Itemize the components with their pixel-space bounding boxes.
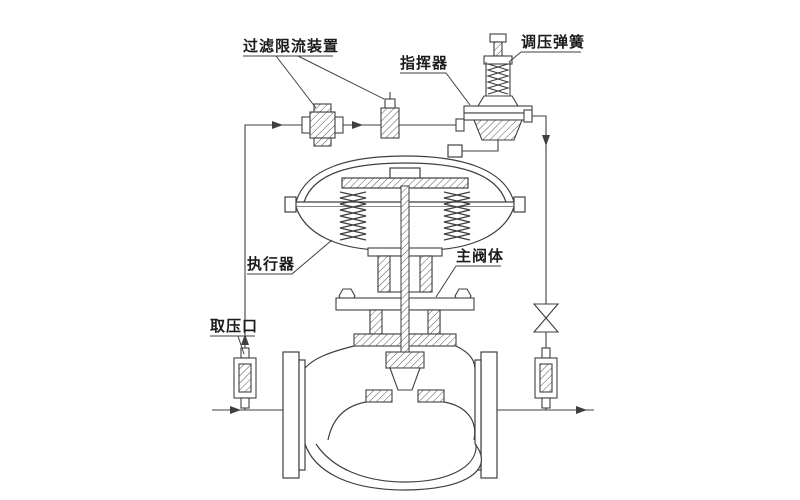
pilot-outlet-fitting <box>523 109 533 123</box>
label-actuator: 执行器 <box>247 255 295 273</box>
flow-arrow-right <box>576 406 587 414</box>
flow-arrow-right <box>352 121 363 129</box>
pilot-flange-bottom <box>463 112 533 121</box>
pilot-upper-cover <box>477 95 519 107</box>
label-main-valve-body: 主阀体 <box>456 247 504 265</box>
filter-restrictor-device <box>301 103 344 147</box>
spring-top-plate <box>483 55 513 65</box>
pressure-spring <box>485 62 511 96</box>
valve-plug <box>389 367 421 391</box>
inlet-flange <box>282 351 300 479</box>
adjusting-nut <box>489 33 507 43</box>
pressure-tap-filter-right <box>534 347 558 409</box>
plug-guide <box>385 351 425 369</box>
label-pressure-tap: 取压口 <box>210 317 258 335</box>
pressure-tap-filter-left <box>233 347 257 409</box>
flow-arrow-right <box>230 406 241 414</box>
actuator-pilot-nozzle <box>447 144 463 158</box>
flow-arrow-up <box>241 334 249 345</box>
valve-stem <box>400 185 410 353</box>
shutoff-valve-symbol <box>532 303 560 333</box>
actuator-spring-right <box>443 191 471 241</box>
actuator-flange-bolt-left <box>284 196 297 213</box>
label-pressure-spring: 调压弹簧 <box>521 33 585 51</box>
labels: 过滤限流装置 指挥器 调压弹簧 执行器 主阀体 取压口 <box>210 33 585 335</box>
actuator-flange-bolt-right <box>513 196 526 213</box>
adjusting-screw <box>493 41 503 57</box>
pilot-regulator <box>455 33 533 141</box>
flow-arrow-down <box>542 135 550 146</box>
restrictor-valve-device <box>380 92 400 139</box>
pilot-inlet-fitting <box>455 118 465 132</box>
diaphragm-hub <box>389 167 421 179</box>
seat-right <box>417 389 445 403</box>
main-valve-body <box>282 345 498 491</box>
label-pilot: 指挥器 <box>400 54 448 72</box>
seat-left <box>365 389 393 403</box>
label-filter-restrictor: 过滤限流装置 <box>243 37 339 55</box>
actuator-spring-left <box>339 191 367 241</box>
leader-lines <box>210 51 581 355</box>
pilot-flange-top <box>463 105 533 114</box>
outlet-flange <box>480 351 498 479</box>
flow-arrow-right <box>272 121 283 129</box>
flow-arrows <box>230 121 587 414</box>
pilot-body <box>473 119 523 141</box>
